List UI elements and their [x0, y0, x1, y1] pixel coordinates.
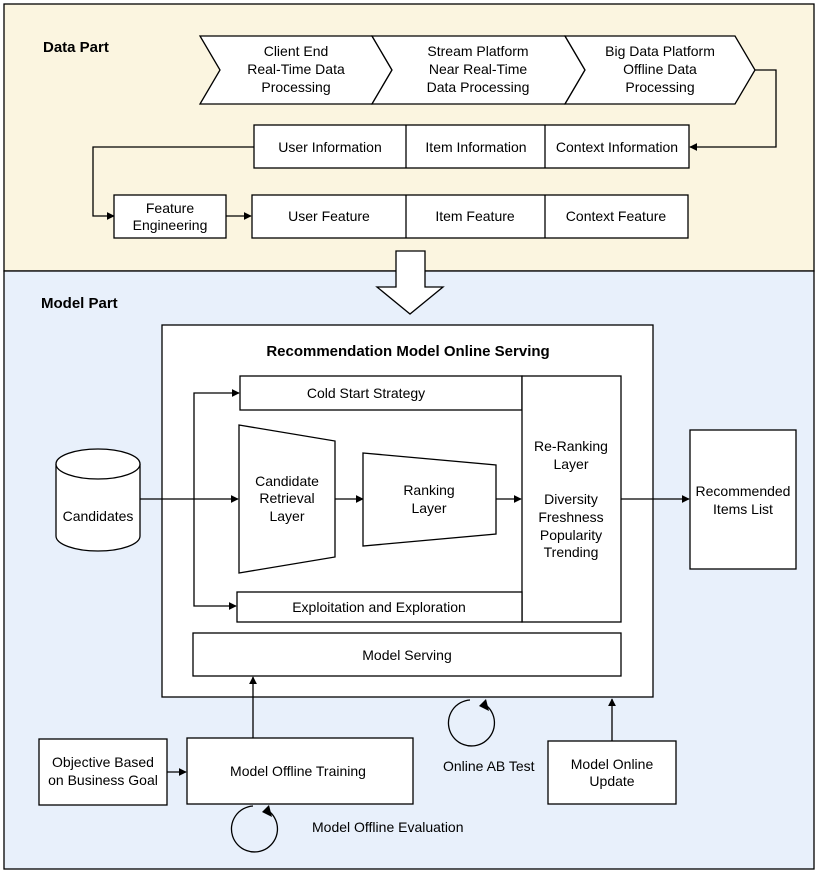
- svg-text:Cold Start Strategy: Cold Start Strategy: [307, 385, 425, 401]
- item-information: Item Information: [425, 139, 526, 155]
- svg-text:Layer: Layer: [269, 508, 304, 524]
- svg-text:Exploitation and Exploration: Exploitation and Exploration: [292, 599, 466, 615]
- svg-text:Layer: Layer: [411, 500, 446, 516]
- svg-text:on Business Goal: on Business Goal: [48, 772, 158, 788]
- svg-text:Candidate: Candidate: [255, 473, 319, 489]
- svg-text:Retrieval: Retrieval: [259, 490, 314, 506]
- model-offline-evaluation-label: Model Offline Evaluation: [312, 819, 464, 835]
- svg-text:Freshness: Freshness: [538, 509, 603, 525]
- online-ab-test-label: Online AB Test: [443, 758, 535, 774]
- svg-text:Re-Ranking: Re-Ranking: [534, 438, 608, 454]
- stage-client-end: Client End Real-Time Data Processing: [198, 35, 393, 105]
- svg-text:Processing: Processing: [261, 79, 330, 95]
- svg-text:Diversity: Diversity: [544, 491, 598, 507]
- online-ab-test-loop-icon: [447, 699, 496, 747]
- svg-text:Update: Update: [589, 773, 634, 789]
- online-serving-title: Recommendation Model Online Serving: [266, 343, 549, 360]
- reranking-layer-box: Re-Ranking Layer Diversity Freshness Pop…: [521, 375, 622, 623]
- information-row: User Information Item Information Contex…: [253, 124, 690, 169]
- svg-text:Model Online: Model Online: [571, 756, 654, 772]
- svg-text:Ranking: Ranking: [403, 482, 454, 498]
- svg-text:Stream Platform: Stream Platform: [427, 43, 528, 59]
- ranking-layer: Ranking Layer: [362, 452, 497, 547]
- svg-text:Popularity: Popularity: [540, 527, 602, 543]
- svg-text:Trending: Trending: [544, 544, 599, 560]
- svg-text:Recommended: Recommended: [696, 483, 791, 499]
- stage-stream-platform: Stream Platform Near Real-Time Data Proc…: [370, 35, 586, 105]
- arrow-stage-to-information: [689, 69, 777, 151]
- offline-evaluation-loop-icon: [230, 805, 279, 853]
- stage-big-data-platform: Big Data Platform Offline Data Processin…: [563, 35, 756, 105]
- exploitation-exploration-box: Exploitation and Exploration: [236, 591, 523, 623]
- data-to-model-arrow: [375, 250, 445, 315]
- feature-row: User Feature Item Feature Context Featur…: [251, 194, 689, 239]
- candidate-retrieval-layer: Candidate Retrieval Layer: [238, 424, 336, 574]
- recommended-items-box: Recommended Items List: [689, 429, 797, 570]
- context-information: Context Information: [556, 139, 678, 155]
- model-serving-box: Model Serving: [192, 632, 622, 677]
- svg-text:Model Offline Training: Model Offline Training: [230, 763, 366, 779]
- svg-text:Items List: Items List: [713, 501, 773, 517]
- svg-text:Model Serving: Model Serving: [362, 647, 452, 663]
- svg-text:Candidates: Candidates: [63, 508, 134, 524]
- arrow-information-to-feature-engineering: [92, 146, 254, 220]
- svg-text:Processing: Processing: [625, 79, 694, 95]
- svg-text:Data Processing: Data Processing: [427, 79, 530, 95]
- svg-text:Real-Time Data: Real-Time Data: [247, 61, 345, 77]
- svg-text:Objective Based: Objective Based: [52, 754, 154, 770]
- user-feature: User Feature: [288, 208, 370, 224]
- model-part-title: Model Part: [41, 295, 118, 312]
- svg-text:Feature: Feature: [146, 200, 194, 216]
- cold-start-strategy-box: Cold Start Strategy: [239, 375, 523, 411]
- item-feature: Item Feature: [435, 208, 515, 224]
- svg-text:Engineering: Engineering: [133, 217, 208, 233]
- model-offline-training-box: Model Offline Training: [186, 737, 414, 805]
- context-feature: Context Feature: [566, 208, 667, 224]
- user-information: User Information: [278, 139, 381, 155]
- data-part-title: Data Part: [43, 39, 109, 56]
- arrow-candidates-to-exploitation: [193, 499, 237, 610]
- model-online-update-box: Model Online Update: [547, 740, 677, 805]
- feature-engineering-box: Feature Engineering: [113, 194, 227, 239]
- candidates-database: Candidates: [55, 448, 141, 552]
- objective-business-goal-box: Objective Based on Business Goal: [38, 738, 168, 806]
- svg-text:Layer: Layer: [553, 456, 588, 472]
- svg-text:Offline Data: Offline Data: [623, 61, 697, 77]
- svg-text:Near Real-Time: Near Real-Time: [429, 61, 527, 77]
- svg-text:Client End: Client End: [264, 43, 329, 59]
- svg-text:Big Data Platform: Big Data Platform: [605, 43, 715, 59]
- arrow-candidates-to-cold-start: [193, 389, 240, 499]
